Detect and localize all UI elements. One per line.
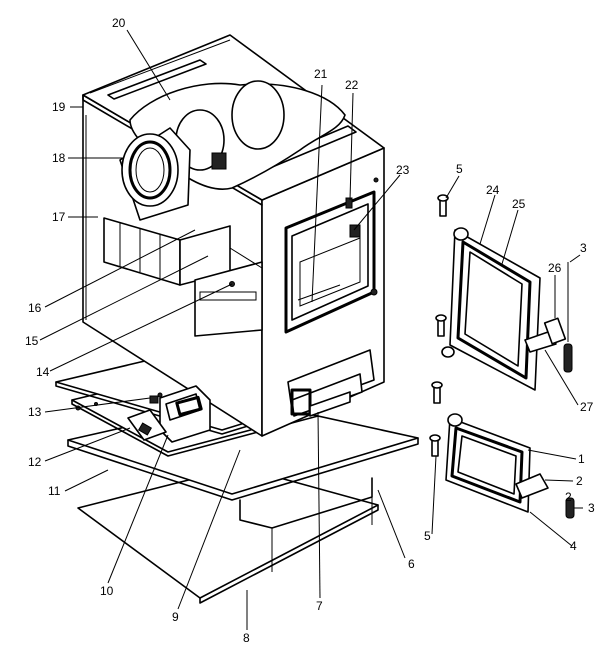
callout-12: 12 xyxy=(28,455,42,469)
callout-labels-extra: 3 2 3 4 xyxy=(565,241,595,553)
callout-2a: 2 xyxy=(576,474,583,488)
callout-6: 6 xyxy=(408,557,415,571)
callout-15: 15 xyxy=(25,334,39,348)
callout-27: 27 xyxy=(580,400,594,414)
callout-20: 20 xyxy=(112,16,126,30)
callout-11: 11 xyxy=(48,484,61,498)
callout-13: 13 xyxy=(28,405,42,419)
callout-1: 1 xyxy=(578,452,585,466)
callout-19: 19 xyxy=(52,100,66,114)
callout-18: 18 xyxy=(52,151,66,165)
callout-4-door: 4 xyxy=(570,539,577,553)
callout-7: 7 xyxy=(316,599,323,613)
callout-9: 9 xyxy=(172,610,179,624)
front-window-frame xyxy=(284,177,379,334)
callout-3-bottom: 3 xyxy=(588,501,595,515)
blower-collar xyxy=(119,127,191,221)
callout-23: 23 xyxy=(396,163,410,177)
callout-2-small: 2 xyxy=(565,490,572,504)
callout-14: 14 xyxy=(36,365,50,379)
bottom-base-plate xyxy=(77,466,379,604)
leader-lines xyxy=(39,29,583,630)
control-box xyxy=(127,385,211,443)
loading-door xyxy=(435,194,573,391)
callout-24: 24 xyxy=(486,183,500,197)
callout-5a: 5 xyxy=(456,162,463,176)
callout-22: 22 xyxy=(345,78,359,92)
callout-3-top: 3 xyxy=(580,241,587,255)
callout-17: 17 xyxy=(52,210,66,224)
callout-16: 16 xyxy=(28,301,42,315)
callout-10: 10 xyxy=(100,584,114,598)
callout-25: 25 xyxy=(512,197,526,211)
callout-8: 8 xyxy=(243,631,250,645)
callout-5b: 5 xyxy=(424,529,431,543)
callout-21: 21 xyxy=(314,67,328,81)
heat-exchanger xyxy=(103,217,263,337)
callout-26: 26 xyxy=(548,261,562,275)
callout-labels: 20 19 18 17 16 15 14 13 12 11 10 9 8 7 6… xyxy=(25,16,594,645)
ash-door xyxy=(429,381,575,519)
ash-drawer xyxy=(287,349,375,417)
